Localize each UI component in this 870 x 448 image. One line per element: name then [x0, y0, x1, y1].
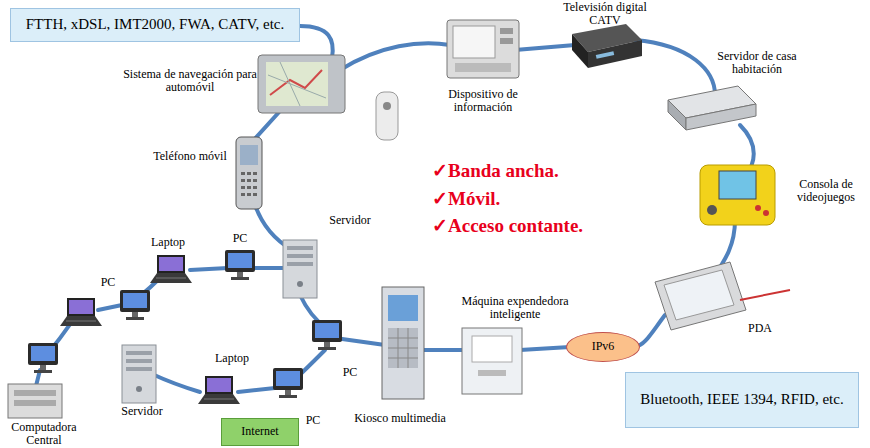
network-ring: [36, 26, 754, 392]
car-navigation-icon: [258, 55, 398, 140]
device-label: Servidor: [121, 405, 162, 418]
feature-check: ✓Móvil.: [432, 189, 500, 210]
pc-icon: [312, 320, 342, 350]
access-technology-box: FTTH, xDSL, IMT2000, FWA, CATV, etc.: [10, 8, 300, 42]
pc-icon: [28, 343, 58, 373]
digital-tv-box-icon: [572, 24, 642, 68]
server-icon: [283, 240, 317, 298]
pc-icon: [225, 250, 255, 280]
device-label: PC: [343, 366, 358, 379]
device-label: Laptop: [151, 236, 185, 249]
server-icon: [122, 345, 156, 403]
device-label: Servidor de casa habitación: [707, 50, 807, 76]
device-label: PDA: [748, 322, 772, 335]
device-label: PC: [233, 232, 248, 245]
device-label: Kiosco multimedia: [354, 412, 446, 425]
game-console-icon: [700, 165, 775, 225]
node-text: FTTH, xDSL, IMT2000, FWA, CATV, etc.: [26, 16, 284, 33]
feature-check: ✓Acceso contante.: [432, 216, 583, 237]
pc-icon: [273, 368, 303, 398]
protocol-ellipse: IPv6: [566, 332, 640, 362]
device-label: Consola de videojuegos: [790, 178, 862, 204]
home-server-icon: [668, 86, 756, 130]
device-label: Dispositivo de información: [438, 88, 528, 114]
short-range-technology-box: Bluetooth, IEEE 1394, RFID, etc.: [625, 372, 859, 428]
multimedia-kiosk-icon: [382, 287, 424, 399]
feature-check: ✓Banda ancha.: [432, 161, 559, 182]
internet-box: Internet: [221, 418, 299, 446]
pc-icon: [120, 290, 150, 320]
vending-machine-icon: [462, 328, 522, 394]
laptop-icon: [198, 376, 240, 404]
node-text: Internet: [241, 425, 278, 439]
device-label: PC: [101, 276, 116, 289]
laptop-icon: [60, 298, 102, 326]
node-text: IPv6: [592, 340, 615, 354]
device-label: Laptop: [215, 352, 249, 365]
device-label: Servidor: [329, 214, 370, 227]
device-label: PC: [306, 414, 321, 427]
device-label: Computadora Central: [4, 421, 84, 447]
mobile-phone-icon: [236, 137, 262, 209]
mainframe-icon: [8, 384, 62, 418]
information-device-icon: [447, 20, 519, 78]
device-label: Máquina expendedora inteligente: [455, 295, 575, 321]
device-label: Teléfono móvil: [153, 150, 226, 163]
device-label: Sistema de navegación para automóvil: [123, 68, 258, 94]
device-label: Televisión digital CATV: [555, 1, 655, 27]
laptop-icon: [150, 255, 192, 283]
pda-icon: [655, 262, 790, 330]
node-text: Bluetooth, IEEE 1394, RFID, etc.: [640, 391, 843, 408]
